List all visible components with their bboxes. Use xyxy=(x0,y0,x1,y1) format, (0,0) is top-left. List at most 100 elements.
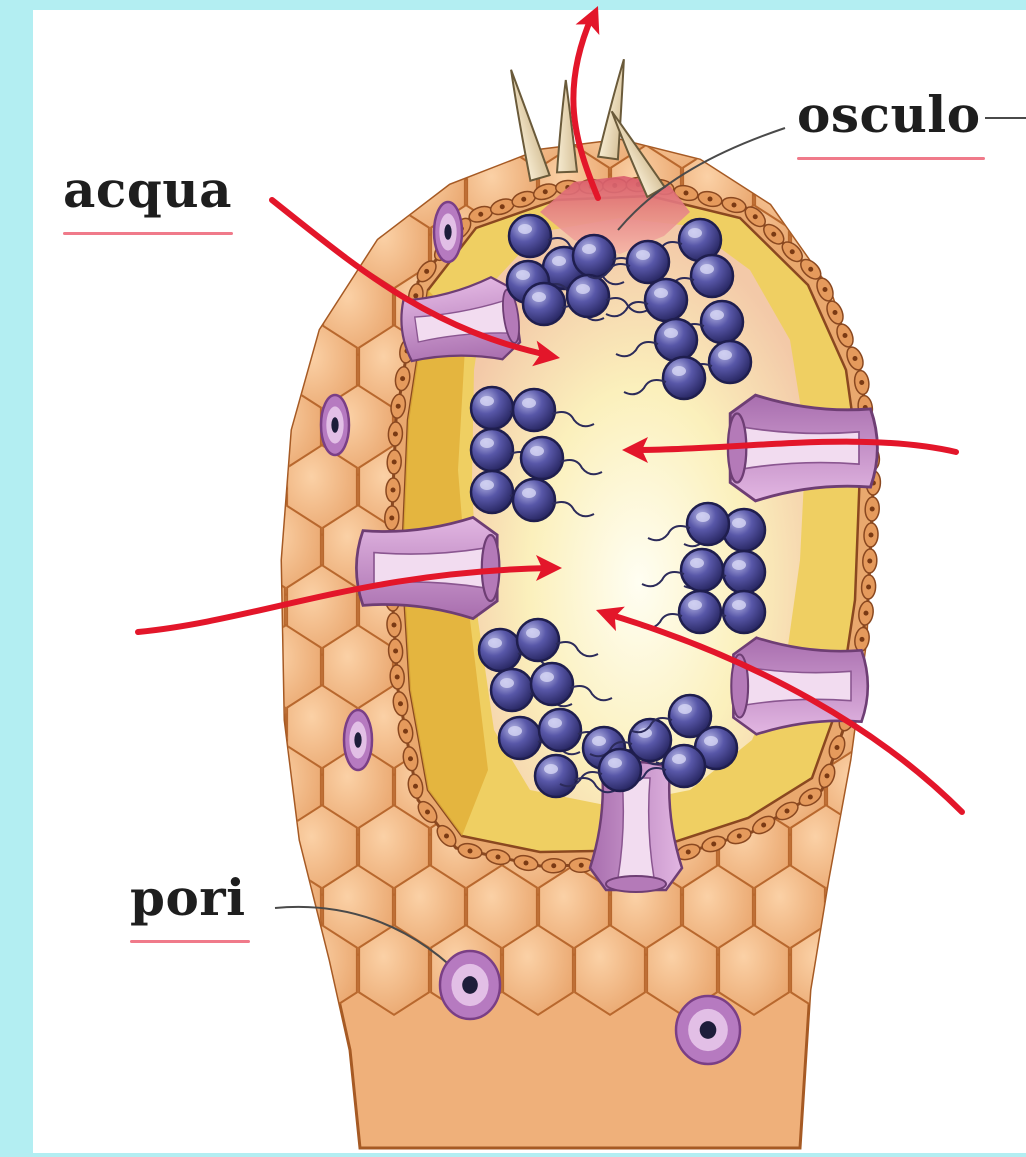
rim-cell-nucleus xyxy=(684,191,689,196)
rim-cell-nucleus xyxy=(389,516,394,521)
choanocyte-body xyxy=(523,283,565,325)
choanocyte-highlight xyxy=(672,366,686,376)
rim-cell-nucleus xyxy=(808,267,813,272)
choanocyte-body xyxy=(531,663,573,705)
rim-cell-nucleus xyxy=(823,287,828,292)
rim-cell-nucleus xyxy=(835,745,840,750)
rim-cell-nucleus xyxy=(551,863,556,868)
pori-label: pori xyxy=(130,873,246,923)
rim-cell-nucleus xyxy=(496,855,501,860)
choanocyte-highlight xyxy=(664,328,678,338)
choanocyte-highlight xyxy=(696,512,710,522)
choanocyte-body xyxy=(567,275,609,317)
choanocyte-highlight xyxy=(592,736,606,746)
choanocyte-highlight xyxy=(732,560,746,570)
choanocyte-body xyxy=(627,241,669,283)
rim-cell-nucleus xyxy=(524,861,529,866)
rim-cell-nucleus xyxy=(392,623,397,628)
rim-cell-nucleus xyxy=(478,212,483,217)
choanocyte-highlight xyxy=(544,764,558,774)
rim-cell-nucleus xyxy=(521,197,526,202)
rim-cell-nucleus xyxy=(444,834,449,839)
choanocyte-body xyxy=(521,437,563,479)
choanocyte-highlight xyxy=(480,438,494,448)
choanocyte-body xyxy=(499,717,541,759)
choanocyte-body xyxy=(645,279,687,321)
choanocyte-highlight xyxy=(700,264,714,274)
choanocyte-highlight xyxy=(608,758,622,768)
porocyte-channel xyxy=(744,427,859,468)
choanocyte-highlight xyxy=(518,224,532,234)
rim-cell-nucleus xyxy=(424,269,429,274)
choanocyte-body xyxy=(517,619,559,661)
choanocyte-body xyxy=(679,591,721,633)
rim-cell-nucleus xyxy=(425,810,430,815)
pore-hole xyxy=(444,224,451,240)
rim-cell-nucleus xyxy=(468,849,473,854)
rim-cell-nucleus xyxy=(825,773,830,778)
rim-cell-nucleus xyxy=(396,404,401,409)
rim-cell-nucleus xyxy=(785,809,790,814)
rim-cell-nucleus xyxy=(711,842,716,847)
choanocyte-body xyxy=(709,341,751,383)
choanocyte-highlight xyxy=(576,284,590,294)
rim-cell-nucleus xyxy=(761,823,766,828)
rim-cell-nucleus xyxy=(870,507,875,512)
rim-cell-nucleus xyxy=(833,310,838,315)
choanocyte-highlight xyxy=(522,398,536,408)
pori-underline xyxy=(130,940,250,943)
choanocyte-body xyxy=(681,549,723,591)
choanocyte-highlight xyxy=(704,736,718,746)
rim-cell-nucleus xyxy=(771,232,776,237)
osculo-underline xyxy=(797,157,985,160)
choanocyte-highlight xyxy=(710,310,724,320)
rim-cell-nucleus xyxy=(392,460,397,465)
rim-cell-nucleus xyxy=(708,197,713,202)
choanocyte-body xyxy=(701,301,743,343)
rim-cell-nucleus xyxy=(732,203,737,208)
rim-cell-nucleus xyxy=(408,756,413,761)
surface-pore xyxy=(321,395,349,455)
surface-pore xyxy=(434,202,462,262)
rim-cell-nucleus xyxy=(753,214,758,219)
choanocyte-body xyxy=(471,471,513,513)
choanocyte-highlight xyxy=(718,350,732,360)
choanocyte-highlight xyxy=(678,704,692,714)
choanocyte-body xyxy=(723,551,765,593)
pore-hole xyxy=(331,417,338,433)
rim-cell-nucleus xyxy=(859,380,864,385)
choanocyte-body xyxy=(663,357,705,399)
rim-cell-nucleus xyxy=(391,488,396,493)
rim-cell-nucleus xyxy=(866,585,871,590)
choanocyte-highlight xyxy=(582,244,596,254)
surface-pore xyxy=(344,710,372,770)
rim-cell-nucleus xyxy=(853,356,858,361)
pore-hole xyxy=(700,1021,717,1039)
rim-cell-nucleus xyxy=(500,204,505,209)
choanocyte-highlight xyxy=(480,480,494,490)
rim-cell-nucleus xyxy=(869,533,874,538)
choanocyte-highlight xyxy=(522,488,536,498)
choanocyte-highlight xyxy=(732,518,746,528)
rim-cell-nucleus xyxy=(395,675,400,680)
osculo-label: osculo xyxy=(797,90,981,140)
choanocyte-highlight xyxy=(526,628,540,638)
choanocyte-body xyxy=(513,389,555,431)
choanocyte-body xyxy=(599,749,641,791)
rim-cell-nucleus xyxy=(864,611,869,616)
rim-cell-nucleus xyxy=(413,784,418,789)
rim-cell-nucleus xyxy=(843,333,848,338)
choanocyte-body xyxy=(655,319,697,361)
choanocyte-highlight xyxy=(688,228,702,238)
rim-cell-nucleus xyxy=(543,189,548,194)
surface-pore xyxy=(676,996,740,1064)
acqua-label: acqua xyxy=(63,165,232,215)
rim-cell-nucleus xyxy=(579,863,584,868)
choanocyte-highlight xyxy=(688,600,702,610)
choanocyte-highlight xyxy=(480,396,494,406)
rim-cell-nucleus xyxy=(413,293,418,298)
rim-cell-nucleus xyxy=(867,559,872,564)
choanocyte-highlight xyxy=(732,600,746,610)
choanocyte-highlight xyxy=(672,754,686,764)
